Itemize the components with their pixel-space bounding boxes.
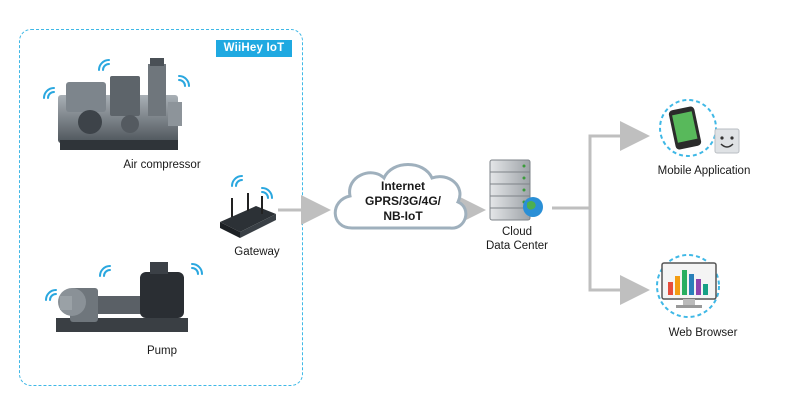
brand-badge: WiiHey IoT [216,40,292,57]
mobile-app-icon [659,99,717,157]
internet-cloud-shape [333,163,468,230]
data-center-label: Data Center [485,240,548,252]
mobile-application-label: Mobile Application [657,165,751,177]
gateway-label: Gateway [234,246,280,258]
wifi-icon [178,75,190,87]
internet-label: Internet [380,179,425,193]
arrow-datacenter-to-mobile [552,121,650,210]
wifi-icon [99,265,111,277]
wifi-icon [98,59,110,71]
smiley-face-icon [714,128,740,154]
wifi-icon [45,289,57,301]
wifi-icon [231,175,243,187]
wifi-icon [191,263,203,275]
network-types-label: GPRS/3G/4G/ [364,194,442,208]
server-rack-icon [489,159,531,221]
web-browser-icon [656,254,720,318]
nb-iot-label: NB-IoT [383,209,423,223]
pump-icon [56,262,188,332]
arrow-datacenter-to-web [588,208,650,305]
cloud-label: Cloud [501,226,533,238]
wifi-icon [261,187,273,199]
pump-label: Pump [146,345,178,357]
gateway-icon [220,193,276,238]
air-compressor-label: Air compressor [123,159,201,171]
globe-icon [523,197,543,217]
web-browser-label: Web Browser [668,327,738,339]
air-compressor-icon [58,58,182,150]
wifi-icon [43,87,55,99]
